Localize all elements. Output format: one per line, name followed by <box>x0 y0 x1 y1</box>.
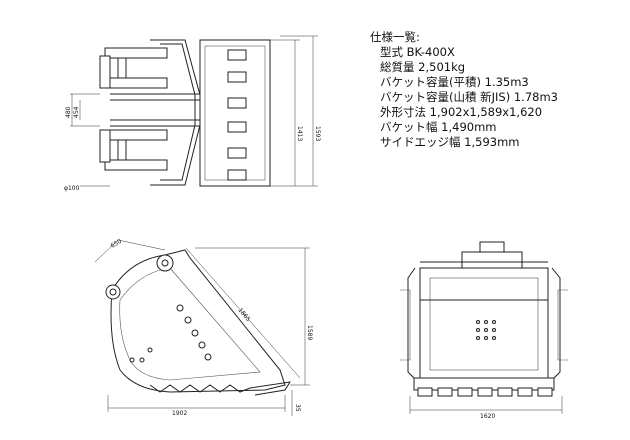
spec-model: 型式 BK-400X <box>380 45 455 59</box>
top-pin-spacing-outer-label: 480 <box>65 106 72 118</box>
front-width-label: 1620 <box>480 413 495 420</box>
side-view <box>94 239 310 416</box>
top-view <box>70 35 318 187</box>
front-view <box>400 241 568 414</box>
spec-list: 仕様一覧: 型式 BK-400X 総質量 2,501kg バケット容量(平積) … <box>370 30 558 150</box>
side-height-label: 1589 <box>306 325 313 340</box>
top-width-inner-label: 1413 <box>296 126 303 141</box>
top-pin-spacing-inner-label: 454 <box>73 106 80 118</box>
side-tip-offset-label: 35 <box>294 404 301 412</box>
spec-side-edge-width: サイドエッジ幅 1,593mm <box>380 135 520 149</box>
spec-heading: 仕様一覧: <box>370 30 420 44</box>
side-length-label: 1902 <box>172 410 187 417</box>
spec-dimensions: 外形寸法 1,902x1,589x1,620 <box>380 105 543 119</box>
spec-capacity-heaped: バケット容量(山積 新JIS) 1.78m3 <box>380 90 558 104</box>
top-width-outer-label: 1593 <box>314 126 321 141</box>
spec-capacity-flat: バケット容量(平積) 1.35m3 <box>380 75 529 89</box>
spec-total-mass: 総質量 2,501kg <box>380 60 466 74</box>
side-pin-distance-label: 650 <box>110 238 124 250</box>
spec-bucket-width: バケット幅 1,490mm <box>380 120 497 134</box>
top-pin-diameter-label: φ100 <box>64 185 80 192</box>
